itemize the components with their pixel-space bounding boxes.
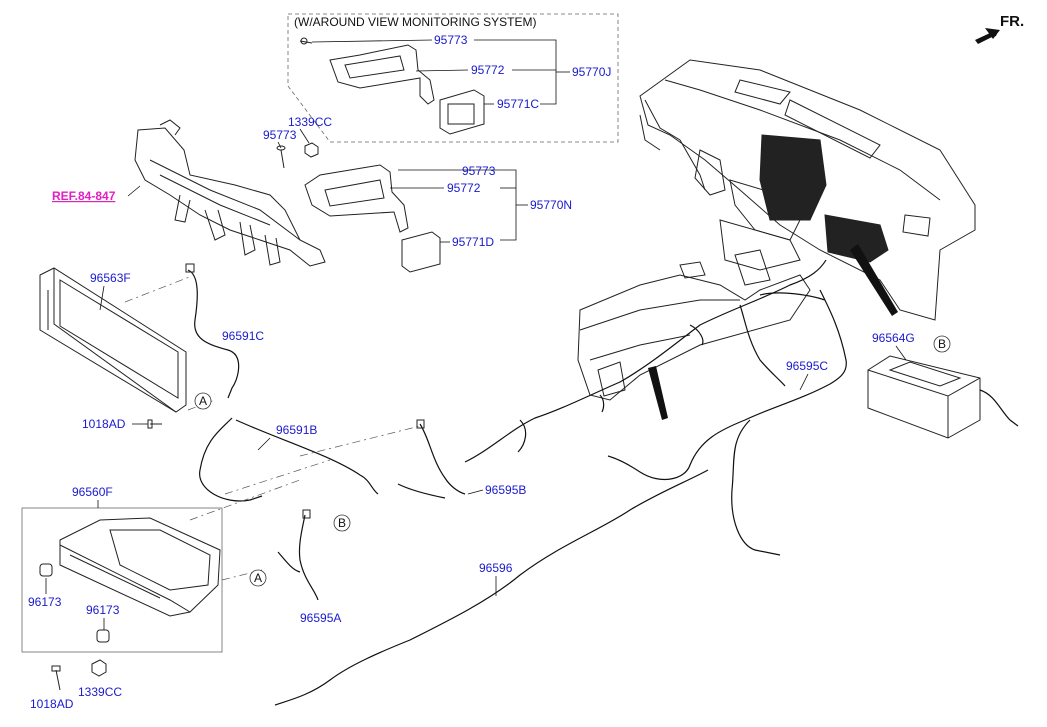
avm-group-title: (W/AROUND VIEW MONITORING SYSTEM)	[294, 15, 536, 29]
label-96595b: 96595B	[485, 483, 526, 497]
callout-a-lower	[249, 569, 267, 587]
callout-b-left-text: B	[338, 516, 346, 530]
label-95772-mid: 95772	[447, 181, 481, 195]
label-avm-95773: 95773	[434, 33, 468, 47]
bolt-95773-part	[276, 145, 286, 169]
wire-96591c	[187, 269, 240, 399]
label-95771d: 95771D	[452, 235, 494, 249]
avm-module-part	[439, 89, 485, 135]
center-console-part	[577, 219, 811, 401]
callout-a-upper	[194, 392, 212, 410]
connector	[302, 509, 311, 519]
label-96591c: 96591C	[222, 329, 264, 343]
bracket-95772-part	[304, 164, 409, 233]
bolt-1018ad-part	[147, 419, 162, 429]
callout-b-right-text: B	[938, 337, 946, 351]
wire-96596	[274, 469, 709, 706]
label-96173-left: 96173	[28, 595, 62, 609]
unit-96564g-part	[867, 355, 1019, 439]
callout-a-upper-text: A	[199, 394, 207, 408]
bolt-1018ad-bottom-part	[51, 665, 61, 691]
connector	[416, 419, 425, 429]
callout-b-left	[333, 514, 351, 532]
label-95773-mid: 95773	[263, 128, 297, 142]
callout-a-lower-text: A	[254, 571, 262, 585]
connector	[185, 263, 195, 273]
label-96564g: 96564G	[872, 331, 915, 345]
wire-96595a	[277, 514, 319, 601]
label-1018ad-mid: 1018AD	[82, 417, 126, 431]
knob-right-part	[96, 629, 110, 643]
pointer-arrow	[648, 366, 668, 420]
module-95771d-part	[401, 231, 441, 273]
label-96560f: 96560F	[72, 485, 113, 499]
dashboard-assembly-part	[639, 59, 976, 321]
wire-96595c	[607, 289, 847, 556]
callout-b-right	[933, 335, 951, 353]
label-avm-95771c: 95771C	[497, 97, 539, 111]
nut-1339cc-part	[304, 142, 319, 158]
label-95773-right: 95773	[462, 164, 496, 178]
fr-label: FR.	[1000, 13, 1024, 30]
wire-96591b	[199, 417, 379, 502]
forward-direction-icon	[975, 28, 1000, 44]
label-95770n: 95770N	[530, 198, 572, 212]
label-1018ad-bottom: 1018AD	[30, 697, 74, 711]
cowl-cross-member-part	[134, 119, 326, 267]
label-1339cc-top: 1339CC	[288, 115, 332, 129]
ref-84-847-link[interactable]: REF.84-847	[52, 189, 116, 203]
wire-harness-branches	[517, 292, 826, 453]
label-96595a: 96595A	[300, 611, 341, 625]
wire-96595b	[397, 423, 466, 499]
label-avm-95770j: 95770J	[572, 65, 611, 79]
display-96563f-part	[39, 267, 187, 413]
label-96596: 96596	[479, 561, 513, 575]
label-96563f: 96563F	[90, 271, 131, 285]
label-96173-right: 96173	[86, 603, 120, 617]
avm-bracket-part	[299, 37, 435, 105]
label-96591b: 96591B	[276, 423, 317, 437]
avm-group-box	[287, 13, 619, 143]
knob-left-part	[39, 563, 53, 577]
wire-harness-main	[464, 259, 827, 463]
label-1339cc-bottom: 1339CC	[78, 685, 122, 699]
pointer-arrow	[850, 244, 898, 316]
label-96595c: 96595C	[786, 359, 828, 373]
audio-head-unit-96560f-part	[59, 517, 221, 617]
nut-1339cc-bottom-part	[91, 659, 107, 677]
label-avm-95772: 95772	[471, 63, 505, 77]
